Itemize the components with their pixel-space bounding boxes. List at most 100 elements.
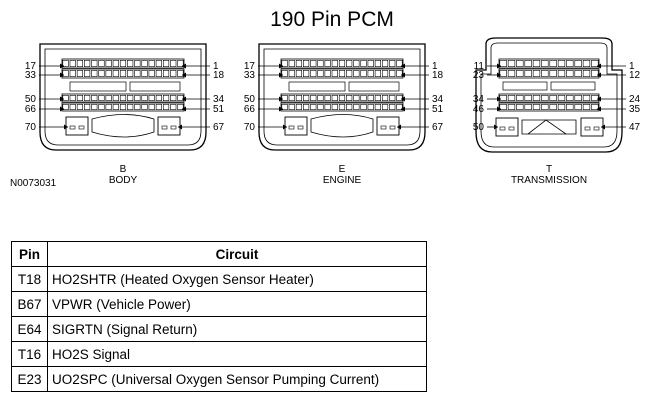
circuit-cell: UO2SPC (Universal Oxygen Sensor Pumping … [47, 366, 427, 392]
pin-cavity [177, 70, 184, 78]
pin-pointer-arrow-head [64, 124, 68, 130]
pin-cavity [499, 70, 507, 78]
pin-cavity [62, 59, 69, 67]
circuit-cell: HO2S Signal [47, 341, 427, 367]
pin-pointer-arrow-head [60, 72, 64, 78]
pin-cavity [170, 95, 177, 102]
pin-pointer-arrow-head [182, 106, 186, 112]
pin-cavity [591, 70, 599, 78]
pin-cavity [310, 59, 317, 67]
pin-cavity [566, 70, 574, 78]
pin-cavity [310, 104, 317, 111]
power-pin-cavity [157, 116, 181, 136]
pin-cavity [105, 59, 112, 67]
pin-cavity [281, 95, 288, 102]
pin-terminal [389, 125, 396, 130]
connector-name: BODY [109, 175, 138, 186]
connector-inner-wall [44, 48, 202, 146]
pin-cavity [162, 104, 170, 111]
pin-cavity [367, 59, 374, 67]
pin-number-label: 23 [473, 70, 485, 81]
pin-terminal [593, 126, 600, 131]
pin-cavity [549, 59, 557, 67]
connector-inner-wall [480, 42, 618, 148]
pin-cavity [549, 95, 557, 102]
pin-pointer-arrow-head [279, 96, 283, 102]
pin-pointer-arrow-head [497, 96, 501, 102]
pin-cavity [524, 70, 532, 78]
pin-cavity [557, 95, 566, 102]
pin-number-label: 66 [25, 104, 37, 115]
pin-cavity [360, 95, 367, 102]
connector-name: ENGINE [323, 175, 362, 186]
pin-cavity [346, 59, 353, 67]
figure-id: N0073031 [10, 178, 57, 189]
pin-pointer-arrow-head [597, 106, 601, 112]
table-header-row: Pin Circuit [11, 241, 427, 267]
pin-cavity [541, 70, 549, 78]
pin-cavity [155, 95, 162, 102]
pin-cavity [396, 59, 403, 67]
pin-cavity [148, 59, 155, 67]
pin-cavity [346, 104, 353, 111]
pin-pointer-arrow-head [283, 124, 287, 130]
pin-cavity [574, 70, 582, 78]
pin-cavity [141, 70, 148, 78]
table-row: B67 VPWR (Vehicle Power) [11, 291, 427, 317]
pin-cavity [389, 104, 396, 111]
pin-number-label: 1 [629, 61, 635, 72]
pin-cavity [162, 70, 170, 78]
pin-cavity [62, 95, 69, 102]
pin-number-label: 67 [213, 122, 225, 133]
pin-number-label: 46 [473, 104, 485, 115]
pin-pointer-arrow-head [60, 96, 64, 102]
pin-number-label: 11 [474, 61, 485, 72]
pin-cavity [177, 59, 184, 67]
pin-cavity [389, 95, 396, 102]
pin-cavity [591, 95, 599, 102]
pin-pointer-arrow-head [497, 63, 501, 69]
separator-bar [129, 81, 181, 92]
pin-pointer-arrow-head [401, 63, 405, 69]
pin-cavity [507, 104, 516, 111]
pin-cavity [69, 104, 76, 111]
pin-cavity [324, 59, 331, 67]
pin-cavity [549, 104, 557, 111]
pin-cell: E64 [11, 316, 48, 342]
pin-cavity [566, 95, 574, 102]
pin-cavity [112, 70, 119, 78]
pin-cavity [516, 95, 524, 102]
pin-terminal [78, 125, 85, 130]
pin-cavity [557, 104, 566, 111]
pin-cavity [381, 95, 389, 102]
pin-cavity [532, 70, 541, 78]
pin-cavity [119, 95, 127, 102]
pin-pointer-arrow-head [397, 124, 401, 130]
pin-pointer-arrow-head [182, 96, 186, 102]
circuit-column-header: Circuit [47, 241, 427, 267]
pin-cavity [62, 70, 69, 78]
pin-cavity [317, 59, 324, 67]
pin-pointer-arrow-head [497, 72, 501, 78]
pin-cavity [317, 70, 324, 78]
pin-cavity [557, 59, 566, 67]
pin-number-label: 50 [244, 94, 256, 105]
pin-pointer-arrow-head [279, 72, 283, 78]
separator-bar [348, 81, 400, 92]
pin-cavity [381, 104, 389, 111]
pin-cavity [310, 95, 317, 102]
pin-cavity [76, 95, 84, 102]
pin-cavity [288, 95, 295, 102]
pin-terminal [380, 125, 387, 130]
pin-cavity [148, 70, 155, 78]
pin-cavity [170, 70, 177, 78]
pin-cavity [162, 95, 170, 102]
pin-pointer-arrow-head [279, 63, 283, 69]
pin-cavity [148, 95, 155, 102]
pin-number-label: 51 [432, 104, 444, 115]
pin-cavity [177, 104, 184, 111]
pin-cavity [524, 95, 532, 102]
pin-cavity [374, 59, 381, 67]
pin-number-label: 12 [629, 70, 641, 81]
pin-number-label: 17 [25, 61, 37, 72]
